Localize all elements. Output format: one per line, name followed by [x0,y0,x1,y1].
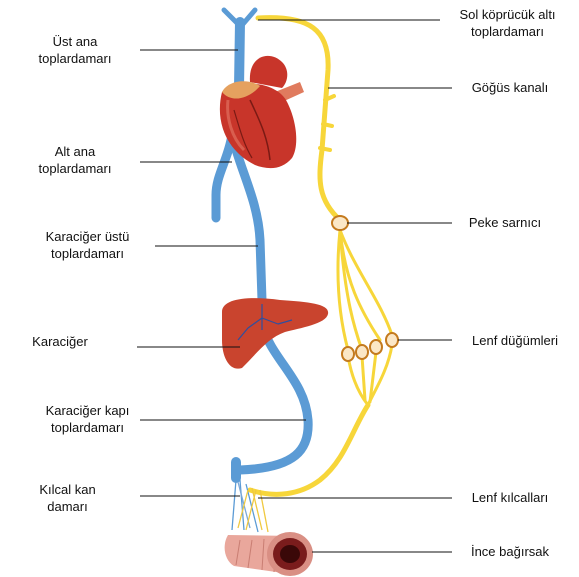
small-intestine-illustration [224,532,313,576]
intestine-opening-inner [280,545,300,563]
thoracic-duct-branch-3 [318,146,332,152]
lymph-node-2 [355,344,369,360]
heart-body [219,83,297,169]
thoracic-duct-branch-1 [323,94,336,102]
lymph-system [247,15,394,497]
label-alt-ana-toplardamari: Alt ana toplardamarı [38,144,112,176]
hepatic-portal-vein [235,320,313,475]
lymph-main-lower [247,402,371,497]
heart-illustration [219,55,304,169]
lymph-nodes [331,215,399,362]
label-karaciger-ustu-toplardamari: Karaciğer üstü toplardamarı [45,229,130,261]
liver-body [222,298,329,369]
heart-atrium [222,81,260,99]
label-karaciger: Karaciğer [32,334,88,349]
label-kilcal-kan-damari: Kılcal kan damarı [39,482,96,514]
cisterna-chyli [331,215,349,231]
intestine-stripes [235,537,277,573]
heart-highlight [226,99,246,152]
heart-artery-line-1 [249,99,271,161]
aorta-arch [249,55,288,88]
label-peke-sarnici: Peke sarnıcı [468,215,542,230]
lymph-node-3 [369,339,383,355]
liver-vessels [237,304,293,341]
superior-vena-cava [234,17,245,93]
heart-artery-line-2 [233,109,253,159]
label-ince-bagirsak: İnce bağırsak [470,544,550,559]
superior-vena-cava-branch-right [240,7,258,27]
capillary-network [231,479,269,533]
leader-lines [137,19,452,553]
label-karaciger-kapi-toplardamari: Karaciğer kapı toplardamarı [45,403,130,435]
lymph-vessel-d [338,228,364,352]
lymph-node-4 [385,332,399,348]
inferior-vena-cava [211,130,237,223]
liver-illustration [222,298,329,369]
label-lenf-dugumleri: Lenf düğümleri [472,333,558,348]
label-ust-ana-toplardamari: Üst ana toplardamarı [38,34,112,66]
label-gogus-kanali: Göğüs kanalı [471,80,549,95]
lymph-vessel-lower-3 [360,354,367,402]
lymph-node-1 [341,346,355,362]
thoracic-duct-branch-2 [321,122,334,128]
lymph-vessel-b [336,228,350,352]
label-lenf-kilcallari: Lenf kılcalları [471,490,549,505]
lymph-vessel-c [338,228,394,337]
label-sol-kopruculuk-alti-toplardamari: Sol köprücük altı toplardamarı [459,7,556,39]
lymph-vessel-lower-4 [368,350,378,404]
